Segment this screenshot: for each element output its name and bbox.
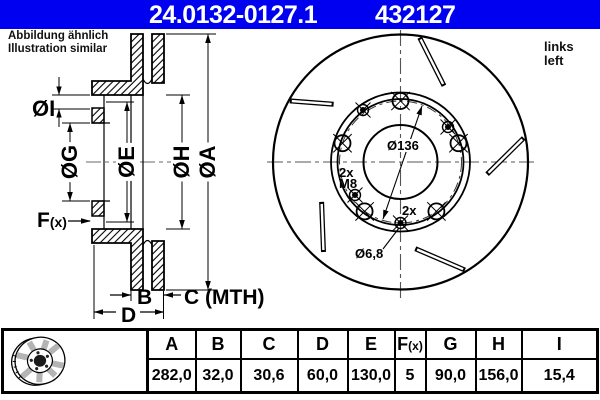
label-c-mth: C (MTH): [184, 286, 265, 309]
label-b: B: [137, 286, 153, 309]
header-bar: 24.0132-0127.1 432127: [0, 0, 600, 29]
col-header-e: E: [346, 328, 396, 360]
label-m8-thread: M8: [339, 176, 358, 191]
label-d: D: [119, 304, 139, 328]
label-f-sub: (x): [49, 214, 67, 230]
label-dia-g: ØG: [57, 141, 82, 183]
label-dia-e: ØE: [114, 143, 139, 181]
col-header-a: A: [146, 328, 197, 360]
illustration-note-en: Illustration similar: [8, 42, 108, 55]
side-de: links: [544, 39, 574, 54]
small-holes: [347, 102, 456, 231]
value-h: 156,0: [474, 358, 523, 394]
label-dia-h: ØH: [169, 142, 194, 182]
value-e: 130,0: [346, 358, 396, 394]
label-dia-i: ØI: [32, 96, 56, 121]
label-f: F: [37, 209, 50, 232]
part-number: 24.0132-0127.1: [149, 1, 318, 29]
col-header-d: D: [296, 328, 349, 360]
col-header-b: B: [194, 328, 242, 360]
illustration-note-de: Abbildung ähnlich: [8, 30, 109, 42]
value-g: 90,0: [424, 358, 477, 394]
value-d: 60,0: [296, 358, 349, 394]
dimensions-table: A B C D E F(x) G H I 282,0 32,0 30,6 60,…: [1, 328, 599, 394]
value-f: 5: [393, 358, 427, 394]
label-m8-count: 2x: [339, 165, 354, 180]
reference-number: 432127: [375, 1, 456, 29]
col-header-h: H: [474, 328, 523, 360]
col-header-f-suffix: (x): [408, 339, 423, 353]
col-header-f-main: F: [397, 334, 409, 354]
label-f-x: F(x): [37, 209, 67, 233]
value-b: 32,0: [194, 358, 242, 394]
label-dia-a: ØA: [195, 142, 220, 182]
thumbnail-cell: [1, 328, 149, 394]
col-header-f: F(x): [393, 328, 427, 360]
label-small-count: 2x: [402, 203, 417, 218]
side-en: left: [544, 53, 564, 68]
col-header-i: I: [520, 328, 599, 360]
disc-thumbnail: [11, 336, 66, 386]
lug-bolt-holes: [332, 91, 469, 221]
section-view-drawing: [52, 33, 216, 319]
technical-drawing: [52, 30, 534, 319]
illustration-note: Abbildung ähnlich Illustration similar: [8, 30, 108, 55]
disc-slots: [289, 36, 526, 273]
col-header-c: C: [239, 328, 299, 360]
value-i: 15,4: [520, 358, 599, 394]
label-bolt-circle: Ø136: [387, 138, 419, 153]
value-c: 30,6: [239, 358, 299, 394]
side-indicator: links left: [544, 40, 574, 68]
col-header-g: G: [424, 328, 477, 360]
value-a: 282,0: [146, 358, 197, 394]
front-view-drawing: [267, 30, 534, 302]
label-small-hole: Ø6,8: [355, 246, 384, 261]
